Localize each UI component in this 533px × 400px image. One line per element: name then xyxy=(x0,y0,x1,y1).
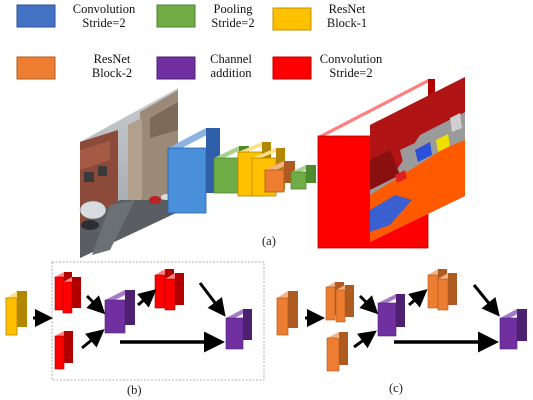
legend-line: Stride=2 xyxy=(329,66,373,80)
legend-line: Stride=2 xyxy=(82,16,126,30)
legend-line: Pooling xyxy=(213,2,253,16)
legend-line: ResNet xyxy=(328,2,366,16)
caption-a: (a) xyxy=(262,234,276,248)
legend-label-conv-blue: Convolution Stride=2 xyxy=(49,2,159,30)
legend-line: Block-2 xyxy=(91,66,133,80)
legend-line: addition xyxy=(210,66,252,80)
segmentation-map xyxy=(370,77,465,242)
legend-label-pooling: Pooling Stride=2 xyxy=(178,2,288,30)
caption-b: (b) xyxy=(127,383,142,397)
legend-label-channel-add: Channel addition xyxy=(176,52,286,80)
legend-line: Convolution xyxy=(72,2,136,16)
legend-label-conv-red: Convolution Stride=2 xyxy=(296,52,406,80)
legend-line: Stride=2 xyxy=(211,16,255,30)
legend-swatch-resnet1 xyxy=(272,7,312,31)
legend-swatch-conv-red xyxy=(272,56,312,80)
legend-line: Channel xyxy=(210,52,252,66)
street-scene-photo xyxy=(79,88,178,258)
legend-swatch-conv-blue xyxy=(16,4,56,28)
diagram-b xyxy=(5,261,265,381)
resnet2-block xyxy=(264,161,295,193)
legend-line: Block-1 xyxy=(326,16,368,30)
legend-label-resnet2: ResNet Block-2 xyxy=(57,52,167,80)
small-pooling-block xyxy=(290,165,316,190)
legend-swatches xyxy=(16,4,312,80)
legend-swatch-pooling xyxy=(156,4,196,28)
legend-line: Convolution xyxy=(319,52,383,66)
resnet1-block-pair xyxy=(237,142,285,197)
legend-swatch-resnet2 xyxy=(16,56,56,80)
caption-c: (c) xyxy=(389,381,403,395)
legend-line: ResNet xyxy=(93,52,131,66)
block-b-frame xyxy=(51,261,265,381)
diagram-c xyxy=(276,269,527,372)
legend-label-resnet1: ResNet Block-1 xyxy=(292,2,402,30)
legend-swatch-channel-add xyxy=(156,56,196,80)
